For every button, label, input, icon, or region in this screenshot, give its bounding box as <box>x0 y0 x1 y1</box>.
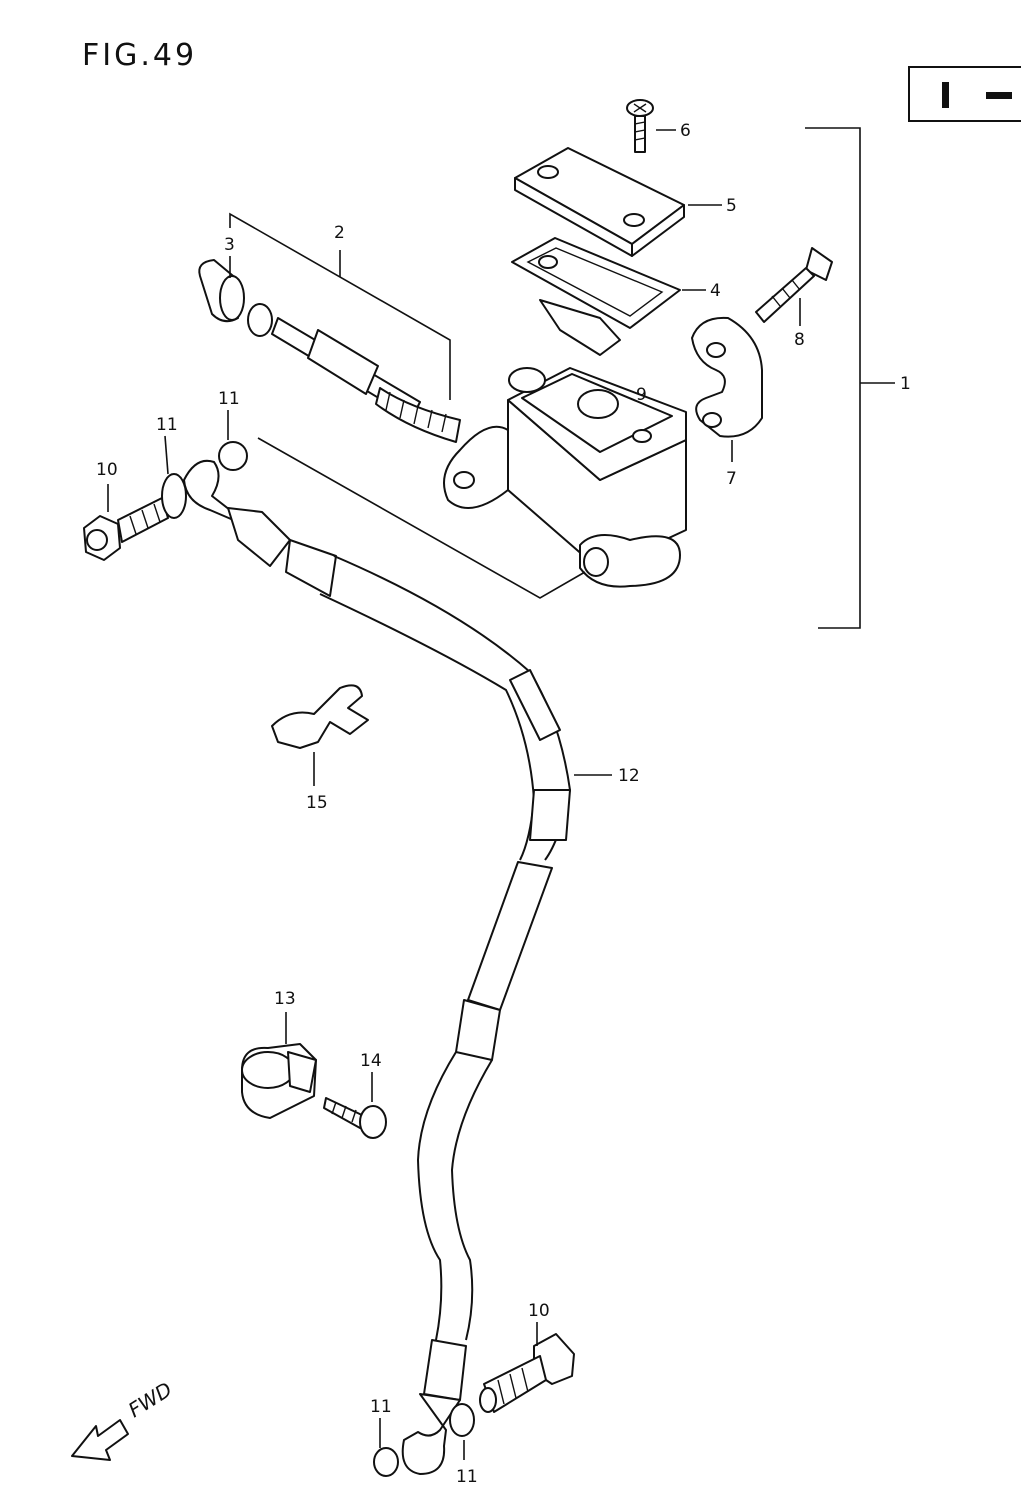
fwd-label: FWD <box>124 1377 176 1422</box>
guide-bolt-14 <box>323 1072 387 1139</box>
callout-12: 12 <box>618 766 640 786</box>
hose-clamp-15 <box>271 684 369 786</box>
piston-boot-3 <box>198 256 245 323</box>
lower-washer-11c <box>449 1403 475 1460</box>
clamp-bolt-8 <box>755 247 833 326</box>
lower-washer-11d <box>373 1418 399 1477</box>
callout-15: 15 <box>306 793 328 813</box>
callout-11-lower-b: 11 <box>456 1467 478 1487</box>
callout-13: 13 <box>274 989 296 1009</box>
forward-direction-arrow: FWD <box>71 1377 176 1461</box>
callout-6: 6 <box>680 121 691 141</box>
upper-washer-11a <box>161 435 187 519</box>
callout-8: 8 <box>794 330 805 350</box>
callout-11-upper-a: 11 <box>156 415 178 435</box>
assembly-bracket-1 <box>805 127 895 629</box>
callout-14: 14 <box>360 1051 382 1071</box>
handlebar-clamp-7 <box>691 316 763 462</box>
callout-9: 9 <box>636 385 647 405</box>
dash-icon <box>986 92 1012 99</box>
callout-4: 4 <box>710 281 721 301</box>
callout-1: 1 <box>900 374 911 394</box>
callout-11-upper-b: 11 <box>218 389 240 409</box>
piston-kit-bracket-2 <box>229 212 451 400</box>
callout-11-lower-a: 11 <box>370 1397 392 1417</box>
callout-10-upper: 10 <box>96 460 118 480</box>
callout-7: 7 <box>726 469 737 489</box>
leader-banjo-to-body <box>257 437 586 599</box>
callout-5: 5 <box>726 196 737 216</box>
bar-icon <box>942 82 949 108</box>
brake-hose-12 <box>183 459 612 1475</box>
callout-10-lower: 10 <box>528 1301 550 1321</box>
piston-assembly-2 <box>247 303 461 443</box>
callout-3: 3 <box>224 235 235 255</box>
callout-2: 2 <box>334 223 345 243</box>
reservoir-cap-5 <box>514 147 722 257</box>
reservoir-diaphragm-4 <box>511 237 706 356</box>
master-cylinder-body: 9 <box>443 367 687 588</box>
hose-guide-13 <box>241 1012 317 1119</box>
upper-washer-11b <box>218 410 248 471</box>
upper-banjo-bolt-10 <box>83 484 169 561</box>
variant-badge <box>908 66 1021 122</box>
lower-banjo-bolt-10 <box>479 1322 575 1413</box>
figure-title: FIG.49 <box>82 38 198 73</box>
reservoir-cap-screw-6 <box>626 99 676 153</box>
